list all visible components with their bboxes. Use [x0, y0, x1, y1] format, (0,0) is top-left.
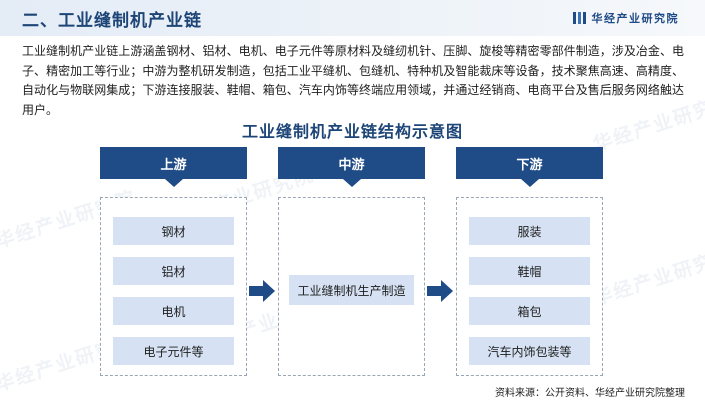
brand: 华经产业研究院	[572, 10, 680, 26]
upstream-item: 铝材	[113, 257, 234, 285]
midstream-item: 工业缝制机生产制造	[289, 275, 414, 305]
header-bar: 二、工业缝制机产业链 华经产业研究院	[0, 0, 705, 36]
watermark: 华经产业研究院	[590, 243, 705, 311]
downstream-item: 服装	[469, 217, 590, 245]
downstream-header: 下游	[456, 147, 603, 187]
downstream-item: 箱包	[469, 297, 590, 325]
upstream-item: 钢材	[113, 217, 234, 245]
diagram-title: 工业缝制机产业链结构示意图	[241, 122, 463, 141]
upstream-item: 电机	[113, 297, 234, 325]
midstream-box: 工业缝制机生产制造	[278, 197, 425, 376]
midstream-header: 中游	[278, 147, 425, 187]
flow-arrow-icon	[249, 280, 275, 302]
source-note: 资料来源：公开资料、华经产业研究院整理	[495, 388, 685, 399]
downstream-box: 服装 鞋帽 箱包 汽车内饰包装等	[456, 197, 603, 376]
section-title: 二、工业缝制机产业链	[22, 11, 202, 31]
brand-name: 华经产业研究院	[591, 12, 679, 25]
intro-paragraph: 工业缝制机产业链上游涵盖钢材、铝材、电机、电子元件等原材料及缝纫机针、压脚、旋梭…	[22, 44, 684, 117]
upstream-header: 上游	[100, 147, 247, 187]
downstream-item: 鞋帽	[469, 257, 590, 285]
upstream-box: 钢材 铝材 电机 电子元件等	[100, 197, 247, 376]
flow-arrow-icon	[427, 280, 453, 302]
upstream-item: 电子元件等	[113, 337, 234, 365]
brand-logo-icon	[572, 11, 587, 25]
downstream-item: 汽车内饰包装等	[469, 337, 590, 365]
